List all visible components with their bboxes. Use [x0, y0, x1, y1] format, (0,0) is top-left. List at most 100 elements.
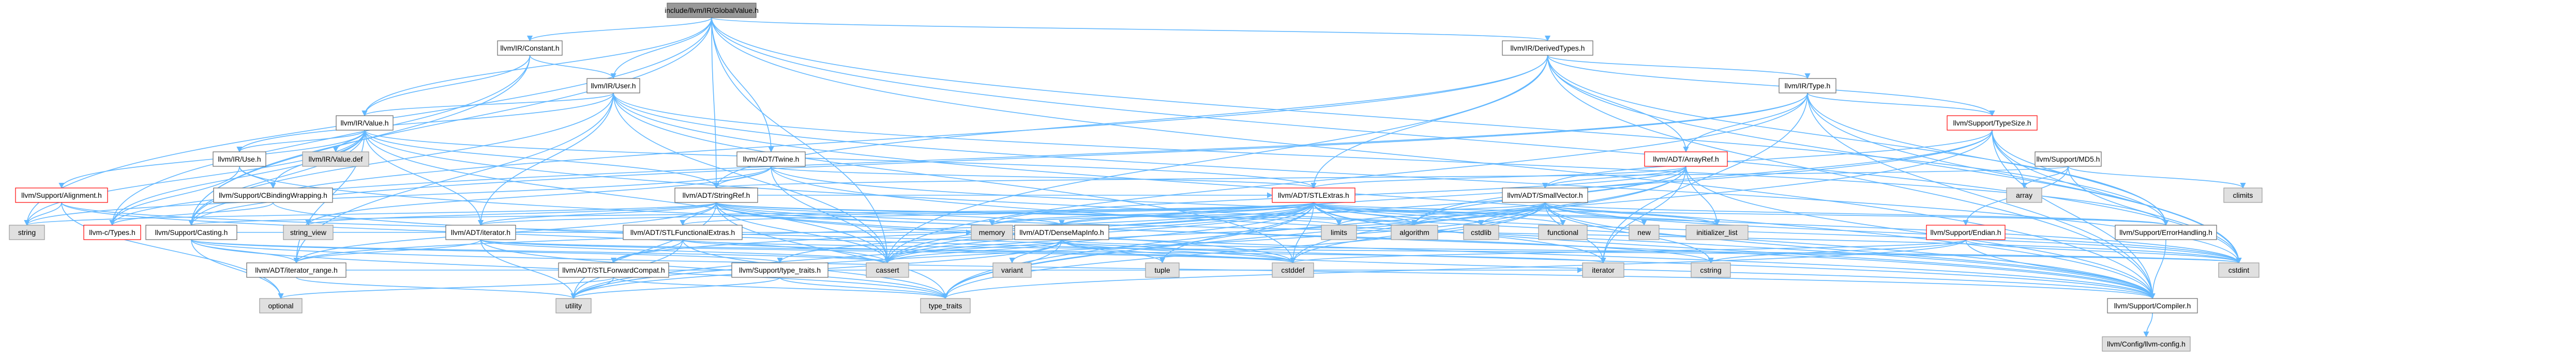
header-node-n4[interactable]: llvm/IR/Value.h [336, 115, 394, 131]
node-box [1779, 78, 1836, 93]
include-edge [1290, 202, 1314, 264]
header-node-n32: optional [259, 298, 303, 313]
header-node-n28[interactable]: llvm/Support/Compiler.h [2107, 298, 2198, 313]
include-edge [189, 202, 1314, 226]
node-box [145, 225, 237, 240]
include-edge [24, 166, 772, 226]
header-node-n37: cstddef [1272, 262, 1314, 278]
include-edge [884, 130, 1993, 264]
include-edge [613, 92, 2156, 300]
header-node-n6[interactable]: llvm/ADT/STLExtras.h [1272, 187, 1355, 203]
header-node-n25[interactable]: llvm/Support/Casting.h [145, 225, 237, 240]
node-box [1145, 262, 1180, 278]
header-node-n26[interactable]: llvm/Support/Endian.h [1926, 225, 2006, 240]
node-box [1691, 262, 1731, 278]
node-box [866, 262, 909, 278]
header-node-n48: cstring [1691, 262, 1731, 278]
include-edge [610, 17, 712, 80]
header-node-n23[interactable]: llvm/ADT/STLForwardCompat.h [558, 262, 669, 278]
include-edge [714, 166, 2069, 189]
node-box [1926, 225, 2006, 240]
include-edge [1313, 202, 1484, 226]
node-label: llvm/ADT/STLExtras.h [1278, 191, 1349, 199]
node-box [667, 3, 757, 18]
include-edge [477, 92, 614, 226]
node-label: llvm/IR/Value.h [340, 119, 388, 127]
include-edge [682, 239, 2241, 264]
header-node-n50: climits [2223, 187, 2263, 203]
include-edge [361, 55, 531, 117]
header-nodes: include/llvm/IR/GlobalValue.h llvm/IR/Con… [9, 3, 2263, 352]
node-box [1463, 225, 1499, 240]
node-label: variant [1001, 266, 1023, 274]
header-node-n7[interactable]: llvm/ADT/StringRef.h [674, 187, 758, 203]
include-edge [1290, 239, 1966, 264]
header-node-n5[interactable]: llvm-c/Types.h [83, 225, 141, 240]
include-edge [364, 130, 484, 226]
include-edge [109, 130, 365, 226]
include-edge [191, 239, 284, 300]
include-edge [989, 202, 1314, 226]
node-box [1644, 151, 1728, 167]
include-edge [305, 202, 717, 226]
include-edge [1310, 55, 1548, 189]
include-edge [2068, 166, 2242, 264]
node-box [259, 298, 303, 313]
include-edge [711, 17, 2156, 300]
include-edge [1547, 55, 1689, 153]
header-node-n3[interactable]: llvm/IR/User.h [586, 78, 640, 93]
header-node-n29: llvm/Config/llvm-config.h [2102, 336, 2191, 352]
header-node-n22[interactable]: llvm/ADT/DenseMapInfo.h [1014, 225, 1109, 240]
include-edge [711, 17, 1550, 42]
node-box [283, 225, 334, 240]
node-box [213, 187, 333, 203]
node-box [1629, 225, 1660, 240]
include-edge [1683, 92, 1808, 153]
header-node-n16[interactable]: llvm/IR/Type.h [1779, 78, 1836, 93]
node-label: llvm/IR/Constant.h [500, 44, 559, 52]
include-edge [2149, 239, 2166, 300]
header-node-n17[interactable]: llvm/Support/TypeSize.h [1947, 115, 2038, 131]
header-node-n46: new [1629, 225, 1660, 240]
node-label: llvm/ADT/SmallVector.h [1507, 191, 1583, 199]
header-node-n14[interactable]: llvm/ADT/iterator_range.h [246, 262, 347, 278]
node-box [2223, 187, 2263, 203]
header-node-n15[interactable]: llvm/IR/DerivedTypes.h [1502, 40, 1593, 56]
node-label: include/llvm/IR/GlobalValue.h [665, 6, 759, 14]
node-label: initializer_list [1696, 228, 1737, 237]
header-node-n12[interactable]: llvm/ADT/Twine.h [736, 151, 806, 167]
node-box [555, 298, 592, 313]
header-node-n24[interactable]: llvm/Support/type_traits.h [731, 262, 828, 278]
header-node-n21[interactable]: llvm/ADT/STLFunctionalExtras.h [623, 225, 743, 240]
node-label: tuple [1154, 266, 1170, 274]
node-label: llvm/ADT/Twine.h [743, 155, 800, 163]
include-edge [236, 92, 614, 153]
node-label: type_traits [929, 302, 962, 310]
include-edge [1336, 202, 1546, 226]
node-box [1272, 187, 1355, 203]
header-node-n10[interactable]: llvm/Support/Alignment.h [15, 187, 108, 203]
header-node-n2[interactable]: llvm/IR/Constant.h [497, 40, 563, 56]
include-edge [1411, 202, 1546, 226]
node-label: new [1637, 228, 1651, 237]
node-box [674, 187, 758, 203]
include-edge [480, 239, 891, 264]
header-node-n19[interactable]: llvm/Support/MD5.h [2035, 151, 2102, 167]
header-node-n1[interactable]: include/llvm/IR/GlobalValue.h [665, 3, 759, 18]
node-box [586, 78, 640, 93]
include-edge [188, 130, 365, 226]
header-node-n8[interactable]: llvm/IR/Use.h [213, 151, 266, 167]
node-box [246, 262, 347, 278]
include-edge [711, 17, 2242, 264]
include-edge [305, 166, 772, 226]
include-edge [1807, 92, 2156, 300]
include-edge [989, 202, 1546, 226]
header-node-n20[interactable]: llvm/ADT/SmallVector.h [1502, 187, 1588, 203]
include-edge [529, 55, 616, 80]
header-node-n18[interactable]: llvm/ADT/ArrayRef.h [1644, 151, 1728, 167]
header-node-n27[interactable]: llvm/Support/ErrorHandling.h [2115, 225, 2217, 240]
header-node-n9[interactable]: llvm/Support/CBindingWrapping.h [213, 187, 333, 203]
node-label: llvm/Support/CBindingWrapping.h [219, 191, 327, 199]
include-edge [779, 277, 948, 300]
header-node-n13[interactable]: llvm/ADT/iterator.h [445, 225, 516, 240]
